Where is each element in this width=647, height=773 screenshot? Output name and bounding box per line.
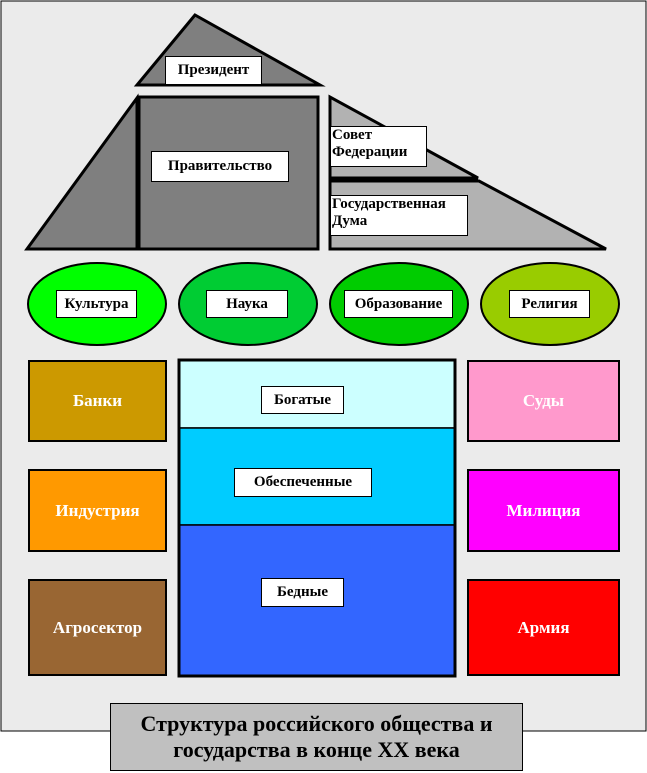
industry-box: Индустрия <box>28 469 167 552</box>
caption-line-1: Структура российского общества и <box>140 711 493 736</box>
diagram-caption: Структура российского общества и государ… <box>110 703 523 771</box>
culture-label: Культура <box>56 290 137 318</box>
caption-line-2: государства в конце XX века <box>173 737 460 762</box>
state-duma-label: Государственная Дума <box>330 195 468 236</box>
government-label: Правительство <box>151 151 289 182</box>
society-frame <box>177 358 457 678</box>
president-label: Президент <box>165 56 262 85</box>
federation-council-line-2: Федерации <box>332 144 408 160</box>
agro-box: Агросектор <box>28 579 167 676</box>
poor-label: Бедные <box>261 578 344 607</box>
banks-box: Банки <box>28 360 167 442</box>
courts-box: Суды <box>467 360 620 442</box>
science-label: Наука <box>206 290 288 318</box>
rich-label: Богатые <box>261 386 344 414</box>
army-box: Армия <box>467 579 620 676</box>
state-duma-line-2: Дума <box>332 213 368 229</box>
federation-council-label: Совет Федерации <box>330 126 427 167</box>
federation-council-line-1: Совет <box>332 127 373 143</box>
police-box: Милиция <box>467 469 620 552</box>
religion-label: Религия <box>509 290 590 318</box>
state-duma-line-1: Государственная <box>332 196 446 212</box>
secure-label: Обеспеченные <box>234 468 372 497</box>
government-left-wedge <box>24 93 139 251</box>
education-label: Образование <box>344 290 453 318</box>
